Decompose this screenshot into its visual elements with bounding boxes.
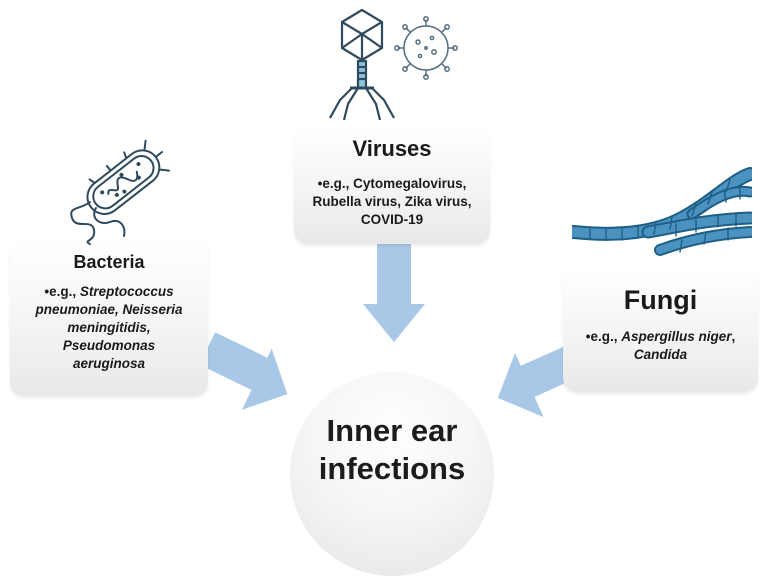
viruses-title: Viruses — [352, 136, 432, 161]
viruses-text-line3: COVID-19 — [360, 212, 424, 227]
bacteria-line2: pneumoniae, Neisseria — [35, 302, 183, 317]
viruses-bullet-marker: • — [317, 176, 323, 191]
center-label: Inner ear infections — [290, 412, 494, 488]
bacteria-line5: aeruginosa — [72, 356, 146, 371]
bacteria-bullet-line1: •e.g., Streptococcus — [10, 283, 208, 301]
bacteriophage-icon — [322, 6, 402, 127]
virus-particle-icon — [390, 14, 462, 85]
bacteria-box: Bacteria •e.g., Streptococcus pneumoniae… — [10, 240, 208, 396]
viruses-bullet-line1: •e.g., Cytomegalovirus, — [294, 175, 490, 193]
bacteria-bullet-marker: • — [44, 284, 50, 299]
bacteria-line4: Pseudomonas — [62, 338, 156, 353]
center-circle — [290, 372, 494, 576]
viruses-text-line2: Rubella virus, Zika virus, — [312, 194, 472, 209]
arrow-bacteria-to-center — [200, 330, 295, 420]
fungi-line2: Candida — [633, 347, 688, 362]
fungi-line1: Aspergillus niger — [621, 329, 732, 344]
fungi-eg: e.g., — [590, 329, 622, 344]
bacteria-title: Bacteria — [73, 252, 145, 272]
viruses-bullet: •e.g., Cytomegalovirus, Rubella virus, Z… — [294, 175, 490, 229]
bacterium-icon — [60, 136, 178, 251]
fungi-bullet-line1: •e.g., Aspergillus niger, — [563, 328, 758, 346]
arrow-viruses-to-center — [363, 244, 425, 344]
center-label-line2: infections — [318, 451, 466, 486]
fungi-box: Fungi •e.g., Aspergillus niger, Candida — [563, 268, 758, 392]
fungi-title: Fungi — [623, 285, 698, 315]
center-label-line1: Inner ear — [326, 413, 458, 448]
arrow-fungi-to-center — [492, 338, 582, 428]
fungi-line1-comma: , — [731, 329, 736, 344]
viruses-box: Viruses •e.g., Cytomegalovirus, Rubella … — [294, 127, 490, 244]
fungal-hyphae-icon — [567, 162, 757, 271]
viruses-text-line1: e.g., Cytomegalovirus, — [322, 176, 467, 191]
bacteria-bullet: •e.g., Streptococcus pneumoniae, Neisser… — [10, 283, 208, 373]
bacteria-line1: Streptococcus — [79, 284, 174, 299]
fungi-bullet: •e.g., Aspergillus niger, Candida — [563, 328, 758, 364]
bacteria-eg: e.g., — [49, 284, 80, 299]
fungi-bullet-marker: • — [585, 329, 591, 344]
bacteria-line3: meningitidis, — [67, 320, 151, 335]
